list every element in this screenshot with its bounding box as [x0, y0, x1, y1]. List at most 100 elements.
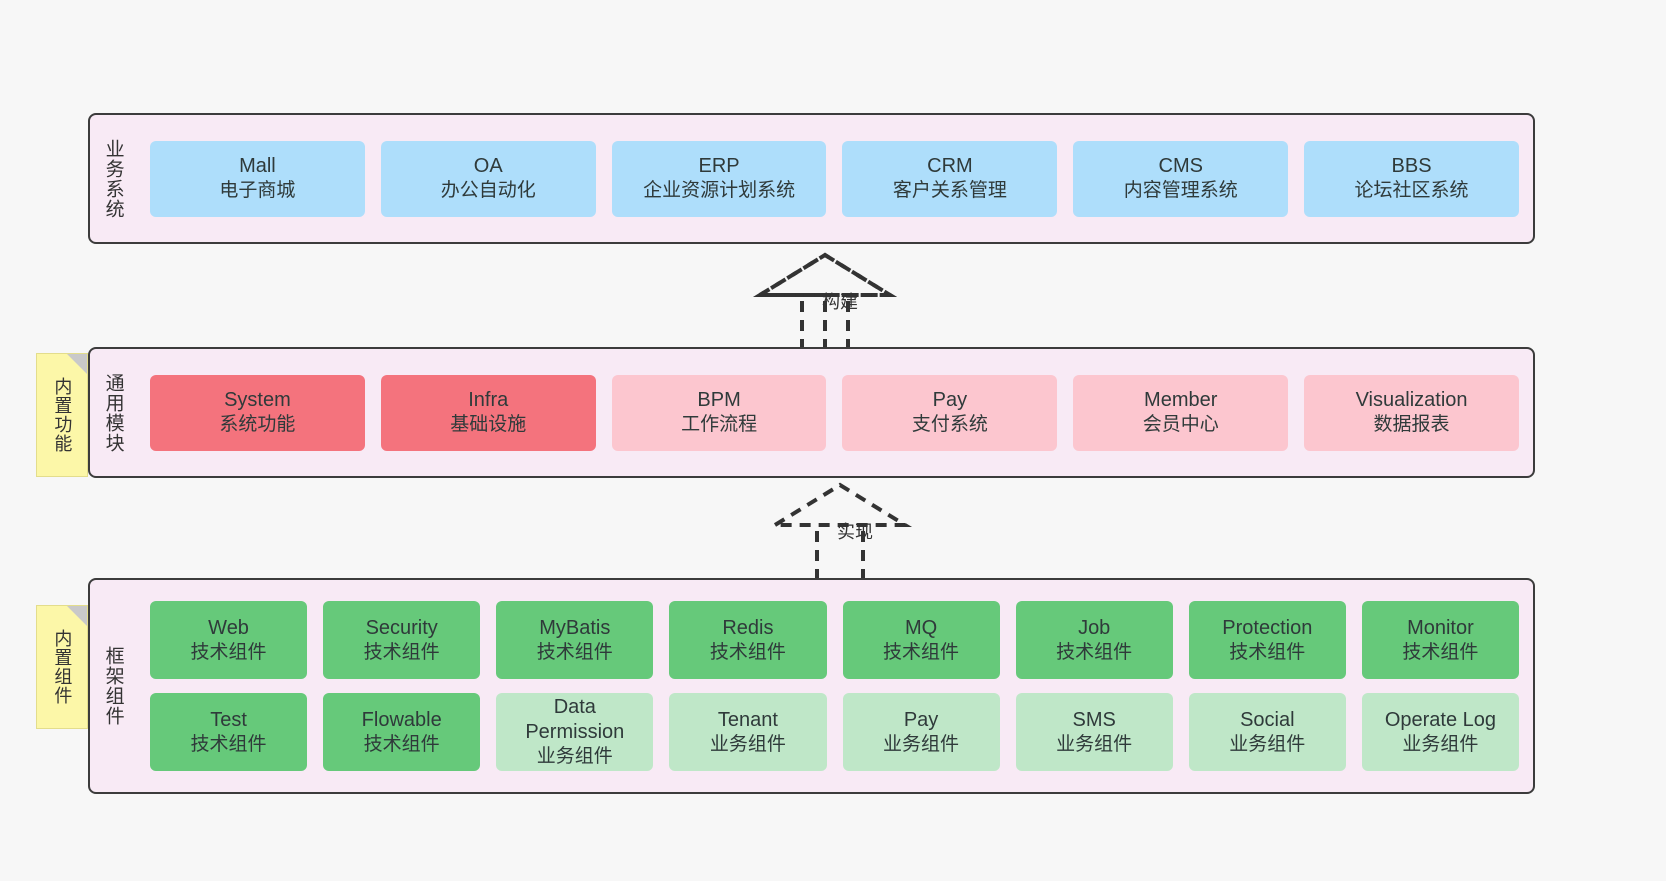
cell-web[interactable]: Web 技术组件 [150, 601, 308, 679]
cell-operate-log-title: Operate Log [1384, 708, 1497, 731]
cell-flowable-subtitle: 技术组件 [363, 733, 440, 755]
cell-sms[interactable]: SMS 业务组件 [1015, 693, 1173, 771]
cell-member[interactable]: Member 会员中心 [1073, 374, 1289, 451]
cell-tenant-title: Tenant [717, 708, 778, 731]
cell-social-subtitle: 业务组件 [1229, 733, 1306, 755]
cell-cms-subtitle: 内容管理系统 [1123, 180, 1238, 202]
cell-crm[interactable]: CRM 客户关系管理 [842, 140, 1058, 217]
cell-job-subtitle: 技术组件 [1056, 641, 1133, 663]
cell-system-title: System [224, 389, 291, 412]
connector-realize-arrow [767, 482, 913, 582]
cell-pay-module[interactable]: Pay 支付系统 [842, 374, 1058, 451]
cell-bbs[interactable]: BBS 论坛社区系统 [1304, 140, 1519, 217]
cell-tenant[interactable]: Tenant 业务组件 [669, 693, 827, 771]
cell-protection-title: Protection [1222, 616, 1313, 639]
cell-system[interactable]: System 系统功能 [150, 374, 365, 451]
cell-sms-subtitle: 业务组件 [1056, 733, 1133, 755]
cell-test[interactable]: Test 技术组件 [150, 693, 308, 771]
cell-oa[interactable]: OA 办公自动化 [380, 140, 596, 217]
cell-redis[interactable]: Redis 技术组件 [669, 601, 827, 679]
cell-erp-subtitle: 企业资源计划系统 [643, 180, 796, 202]
cell-mq[interactable]: MQ 技术组件 [842, 601, 1000, 679]
cell-security[interactable]: Security 技术组件 [323, 601, 481, 679]
cell-operate-log-subtitle: 业务组件 [1402, 733, 1479, 755]
cell-mybatis-title: MyBatis [539, 616, 611, 639]
business-systems-row: Mall 电子商城 OA 办公自动化 ERP 企业资源计划系统 CRM 客户关系… [150, 140, 1519, 217]
cell-crm-subtitle: 客户关系管理 [892, 180, 1007, 202]
cell-social[interactable]: Social 业务组件 [1188, 693, 1346, 771]
cell-bbs-subtitle: 论坛社区系统 [1354, 180, 1469, 202]
layer-business-systems-label: 业务系统 [102, 138, 124, 219]
cell-web-title: Web [208, 616, 249, 639]
cell-operate-log[interactable]: Operate Log 业务组件 [1361, 693, 1519, 771]
cell-mall[interactable]: Mall 电子商城 [150, 140, 365, 217]
cell-tenant-subtitle: 业务组件 [709, 733, 786, 755]
cell-pay-component-subtitle: 业务组件 [883, 733, 960, 755]
cell-infra-title: Infra [468, 389, 509, 412]
framework-tech-components-row: Web 技术组件 Security 技术组件 MyBatis 技术组件 Redi… [150, 601, 1519, 679]
cell-member-title: Member [1144, 389, 1218, 412]
cell-protection-subtitle: 技术组件 [1229, 641, 1306, 663]
cell-crm-title: CRM [927, 155, 973, 178]
cell-system-subtitle: 系统功能 [219, 414, 296, 436]
cell-pay-module-subtitle: 支付系统 [911, 414, 988, 436]
cell-oa-title: OA [473, 155, 503, 178]
note-builtin-component: 内置组件 [36, 605, 88, 729]
cell-visualization-subtitle: 数据报表 [1373, 414, 1450, 436]
cell-data-permission[interactable]: Data Permission 业务组件 [496, 693, 654, 771]
cell-redis-subtitle: 技术组件 [709, 641, 786, 663]
cell-mall-subtitle: 电子商城 [219, 180, 296, 202]
cell-monitor[interactable]: Monitor 技术组件 [1361, 601, 1519, 679]
cell-erp[interactable]: ERP 企业资源计划系统 [611, 140, 827, 217]
cell-bbs-title: BBS [1391, 155, 1432, 178]
layer-common-modules-body: System 系统功能 Infra 基础设施 BPM 工作流程 Pay 支付系统… [136, 349, 1533, 476]
cell-erp-title: ERP [698, 155, 740, 178]
layer-framework-components-label: 框架组件 [102, 646, 124, 726]
common-modules-row: System 系统功能 Infra 基础设施 BPM 工作流程 Pay 支付系统… [150, 374, 1519, 451]
cell-member-subtitle: 会员中心 [1142, 414, 1219, 436]
cell-monitor-title: Monitor [1407, 616, 1474, 639]
cell-pay-component-title: Pay [903, 708, 939, 731]
cell-visualization[interactable]: Visualization 数据报表 [1304, 374, 1519, 451]
cell-infra[interactable]: Infra 基础设施 [380, 374, 596, 451]
cell-job[interactable]: Job 技术组件 [1015, 601, 1173, 679]
cell-flowable[interactable]: Flowable 技术组件 [323, 693, 481, 771]
layer-framework-components-body: Web 技术组件 Security 技术组件 MyBatis 技术组件 Redi… [136, 580, 1533, 792]
layer-business-systems: 业务系统 Mall 电子商城 OA 办公自动化 ERP 企业资源计划系统 CRM… [88, 113, 1535, 244]
layer-framework-components: 框架组件 Web 技术组件 Security 技术组件 MyBatis 技术组件… [88, 578, 1535, 794]
cell-security-subtitle: 技术组件 [363, 641, 440, 663]
cell-social-title: Social [1240, 708, 1295, 731]
cell-test-subtitle: 技术组件 [190, 733, 267, 755]
cell-monitor-subtitle: 技术组件 [1402, 641, 1479, 663]
connector-build-arrow [752, 252, 898, 352]
cell-security-title: Security [365, 616, 438, 639]
note-builtin-component-text: 内置组件 [52, 629, 73, 705]
layer-common-modules-label: 通用模块 [102, 372, 124, 453]
cell-cms[interactable]: CMS 内容管理系统 [1073, 140, 1289, 217]
cell-data-permission-subtitle: 业务组件 [536, 746, 613, 768]
note-builtin-function: 内置功能 [36, 353, 88, 477]
cell-web-subtitle: 技术组件 [190, 641, 267, 663]
cell-bpm[interactable]: BPM 工作流程 [611, 374, 827, 451]
cell-protection[interactable]: Protection 技术组件 [1188, 601, 1346, 679]
layer-common-modules: 通用模块 System 系统功能 Infra 基础设施 BPM 工作流程 Pay… [88, 347, 1535, 478]
cell-flowable-title: Flowable [361, 708, 442, 731]
cell-test-title: Test [210, 708, 247, 731]
cell-mybatis-subtitle: 技术组件 [536, 641, 613, 663]
cell-mybatis[interactable]: MyBatis 技术组件 [496, 601, 654, 679]
layer-business-systems-body: Mall 电子商城 OA 办公自动化 ERP 企业资源计划系统 CRM 客户关系… [136, 115, 1533, 242]
cell-redis-title: Redis [722, 616, 774, 639]
cell-bpm-title: BPM [697, 389, 741, 412]
cell-mall-title: Mall [239, 155, 276, 178]
cell-infra-subtitle: 基础设施 [450, 414, 527, 436]
cell-job-title: Job [1078, 616, 1111, 639]
cell-pay-module-title: Pay [932, 389, 968, 412]
cell-pay-component[interactable]: Pay 业务组件 [842, 693, 1000, 771]
note-builtin-function-text: 内置功能 [52, 377, 73, 453]
cell-sms-title: SMS [1072, 708, 1116, 731]
cell-visualization-title: Visualization [1355, 389, 1468, 412]
cell-mq-title: MQ [904, 616, 938, 639]
cell-cms-title: CMS [1158, 155, 1203, 178]
cell-data-permission-title: Data Permission [525, 696, 625, 744]
